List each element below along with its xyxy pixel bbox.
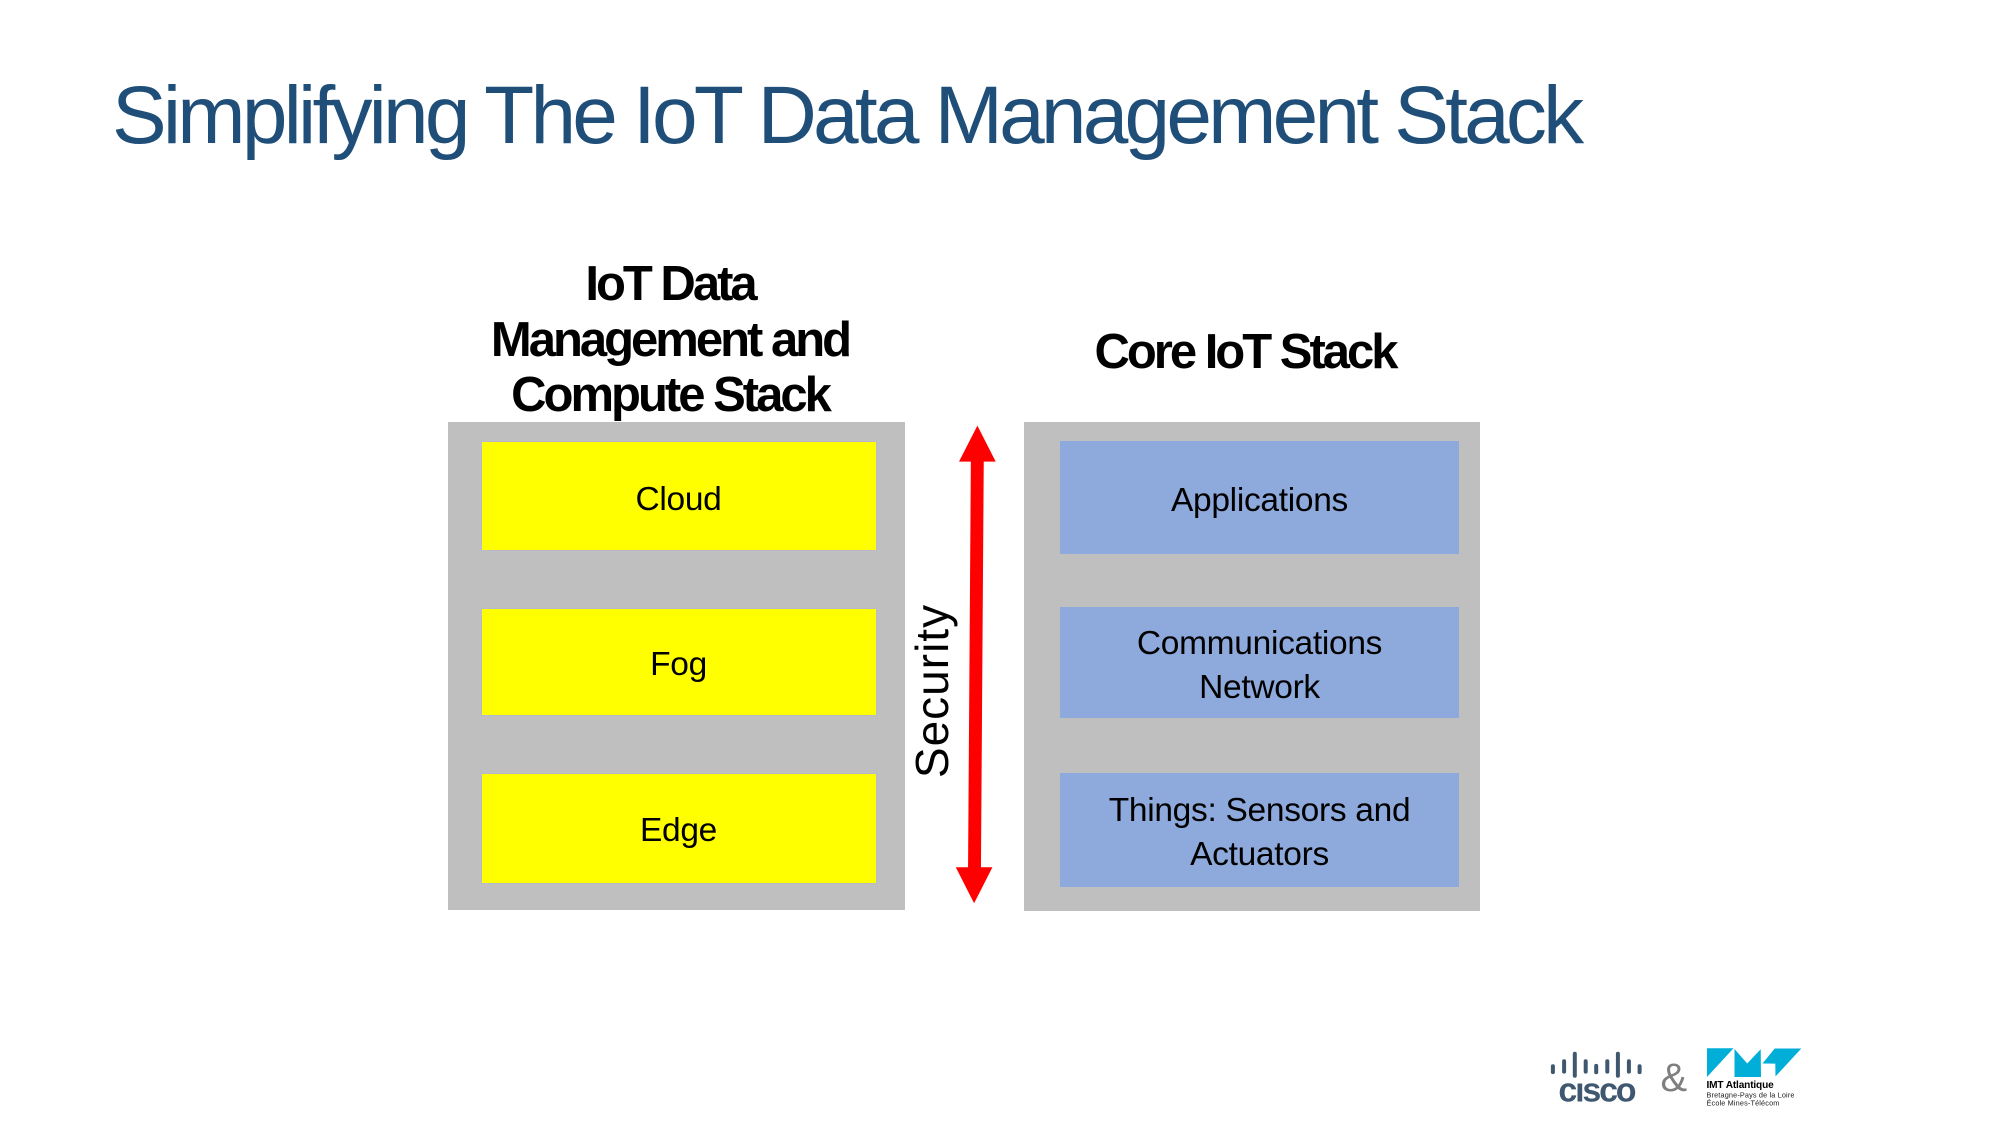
svg-text:cısco: cısco [1558,1072,1635,1110]
svg-text:&: & [1660,1056,1687,1100]
svg-text:Bretagne-Pays de la Loire: Bretagne-Pays de la Loire [1707,1090,1795,1099]
svg-text:École Mines-Télécom: École Mines-Télécom [1707,1098,1780,1107]
svg-text:IMT Atlantique: IMT Atlantique [1707,1080,1775,1091]
